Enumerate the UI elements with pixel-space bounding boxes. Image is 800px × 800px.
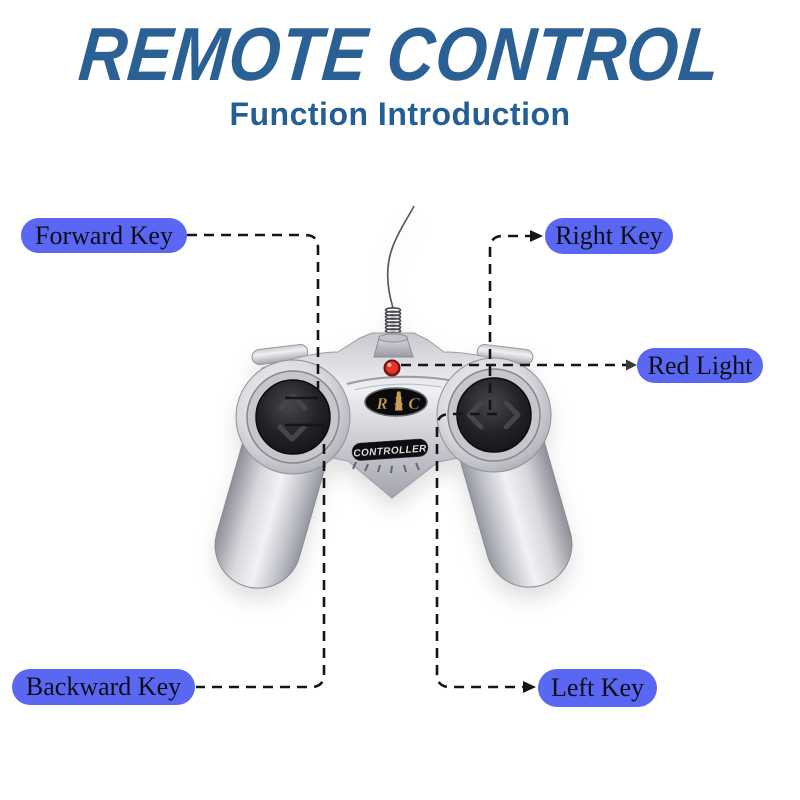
callout-left-key: Left Key bbox=[538, 669, 657, 707]
antenna-mount-rim bbox=[378, 333, 408, 343]
callout-backward-key: Backward Key bbox=[12, 669, 195, 705]
rc-logo-letter-c: C bbox=[408, 394, 420, 413]
callout-right-key: Right Key bbox=[545, 218, 673, 254]
callout-line-forward bbox=[187, 233, 320, 395]
body-seam bbox=[346, 375, 450, 385]
antenna-wire bbox=[386, 205, 415, 309]
callout-line-right bbox=[488, 234, 530, 410]
callout-line-left bbox=[435, 412, 523, 689]
controller-body: R C CONTROLLER bbox=[214, 205, 573, 589]
body-seam-2 bbox=[353, 383, 443, 391]
callout-line-backward bbox=[196, 427, 326, 689]
down-arrow-icon bbox=[277, 424, 307, 442]
arrowhead-red-light-icon bbox=[626, 359, 637, 371]
right-arrow-icon bbox=[503, 400, 521, 430]
rc-logo-letter-r: R bbox=[375, 394, 387, 413]
controller-badge-text: CONTROLLER bbox=[353, 443, 427, 459]
up-arrow-icon bbox=[278, 393, 308, 411]
left-arrow-icon bbox=[466, 400, 484, 430]
rc-logo: R C bbox=[364, 387, 428, 417]
grip-ridges bbox=[352, 461, 420, 474]
left-joystick-pad bbox=[255, 379, 331, 455]
arrowhead-left-icon bbox=[523, 681, 536, 693]
antenna-coil bbox=[384, 307, 402, 338]
rc-logo-tower-icon bbox=[394, 391, 403, 411]
controller-badge: CONTROLLER bbox=[351, 438, 429, 461]
callout-forward-key: Forward Key bbox=[21, 218, 187, 253]
arrowhead-right-icon bbox=[530, 230, 543, 242]
power-led bbox=[383, 359, 401, 377]
page-subtitle: Function Introduction bbox=[229, 96, 571, 132]
callout-red-light: Red Light bbox=[637, 348, 763, 383]
